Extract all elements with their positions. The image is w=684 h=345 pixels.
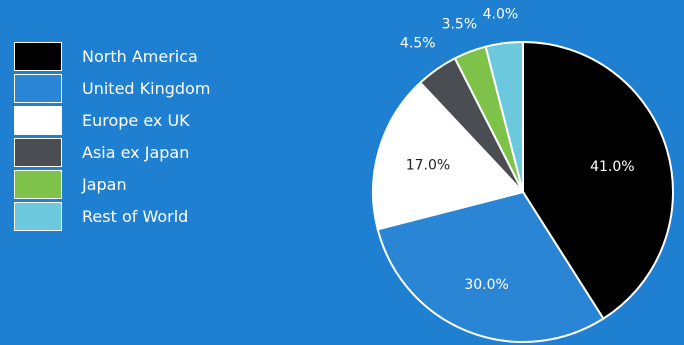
legend-label-north-america: North America (82, 47, 198, 66)
legend-label-rest-of-world: Rest of World (82, 207, 189, 226)
legend-item-europe-ex-uk: Europe ex UK (14, 105, 210, 136)
pie-label-europe-ex-uk: 17.0% (406, 157, 450, 173)
legend-label-japan: Japan (82, 175, 127, 194)
legend-label-united-kingdom: United Kingdom (82, 79, 211, 98)
pie-slice-rest-of-world (484, 40, 524, 193)
pie-slice-united-kingdom (376, 190, 605, 343)
legend-swatch-north-america (14, 42, 62, 71)
legend: North America United Kingdom Europe ex U… (14, 41, 210, 233)
pie-label-north-america: 41.0% (590, 159, 634, 175)
legend-swatch-europe-ex-uk (14, 106, 62, 135)
legend-item-asia-ex-japan: Asia ex Japan (14, 137, 210, 168)
legend-item-rest-of-world: Rest of World (14, 201, 210, 232)
pie-label-asia-ex-japan: 4.5% (400, 35, 436, 51)
pie-slice-europe-ex-uk (372, 81, 525, 231)
legend-item-united-kingdom: United Kingdom (14, 73, 210, 104)
pie-label-japan: 3.5% (442, 17, 478, 33)
legend-label-asia-ex-japan: Asia ex Japan (82, 143, 190, 162)
pie-label-rest-of-world: 4.0% (483, 6, 519, 22)
legend-swatch-rest-of-world (14, 202, 62, 231)
legend-item-japan: Japan (14, 169, 210, 200)
legend-item-north-america: North America (14, 41, 210, 72)
legend-swatch-japan (14, 170, 62, 199)
pie-label-united-kingdom: 30.0% (464, 277, 508, 293)
legend-swatch-asia-ex-japan (14, 138, 62, 167)
legend-swatch-united-kingdom (14, 74, 62, 103)
legend-label-europe-ex-uk: Europe ex UK (82, 111, 190, 130)
